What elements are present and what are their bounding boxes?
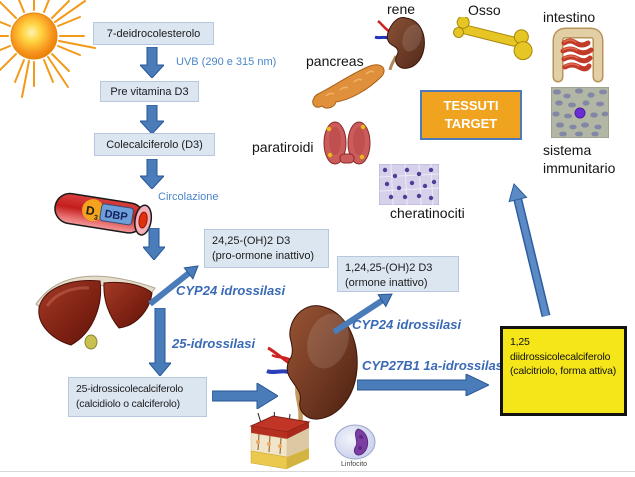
sun-icon <box>0 0 96 98</box>
rene-label: rene <box>387 1 416 17</box>
box-25-idrossicolecalciferolo: 25-idrossicolecalciferolo (calcidiolo o … <box>68 377 207 417</box>
skin-section-icon <box>249 412 311 470</box>
sistema-line1: sistema <box>543 142 592 158</box>
box-colecalciferolo-label: Colecalciferolo (D3) <box>106 138 203 151</box>
blood-vessel-icon: D 3 DBP <box>54 192 153 236</box>
kidney-large-icon <box>266 305 358 425</box>
cyp24-liver-label: CYP24 idrossilasi <box>176 283 286 298</box>
box-25oh-line2: (calcidiolo o calciferolo) <box>76 398 180 410</box>
box-7-deidrocolesterolo: 7-deidrocolesterolo <box>93 22 214 45</box>
circolazione-label: Circolazione <box>158 191 219 203</box>
box-25oh-line1: 25-idrossicolecalciferolo <box>76 383 184 395</box>
bottom-divider <box>0 471 635 472</box>
keratinocytes-micrograph <box>379 164 439 205</box>
box-12425-line2: (ormone inattivo) <box>345 277 428 289</box>
pancreas-icon <box>312 64 385 109</box>
box-colecalciferolo: Colecalciferolo (D3) <box>94 133 215 156</box>
box-12425-oh2-d3: 1,24,25-(OH)2 D3 (ormone inattivo) <box>337 256 459 292</box>
box-tessuti-target: TESSUTI TARGET <box>420 90 522 140</box>
bone-icon <box>453 17 533 61</box>
kidney-small-icon <box>374 17 425 70</box>
arrow-liver-to-2425 <box>148 265 199 306</box>
uvb-label: UVB (290 e 315 nm) <box>176 56 277 68</box>
vessel-d3-label: D <box>85 203 96 218</box>
25-idrossilasi-label: 25-idrossilasi <box>172 336 256 351</box>
arrow-cyp27b1 <box>357 374 489 396</box>
paratiroidi-label: paratiroidi <box>252 139 314 155</box>
sistema-immunitario-label: sistema immunitario <box>543 141 615 177</box>
osso-label: Osso <box>468 2 501 18</box>
box-7-deidrocolesterolo-label: 7-deidrocolesterolo <box>106 27 201 40</box>
arrow-down-1 <box>140 47 164 78</box>
box-12425-line1: 1,24,25-(OH)2 D3 <box>345 262 433 274</box>
intestino-label: intestino <box>543 9 596 25</box>
arrow-down-2 <box>140 105 164 134</box>
linfocito-caption: Linfocito <box>341 461 368 468</box>
arrow-liver-down <box>149 308 171 376</box>
cheratinociti-label: cheratinociti <box>390 205 465 221</box>
box-2425-line1: 24,25-(OH)2 D3 <box>212 235 291 247</box>
lymphocyte-icon <box>334 424 376 460</box>
target-label: TARGET <box>444 116 498 131</box>
box-2425-line2: (pro-ormone inattivo) <box>212 250 315 262</box>
liver-icon <box>35 275 156 350</box>
box-pre-vitamina-d3-label: Pre vitamina D3 <box>110 85 189 98</box>
tessuti-label: TESSUTI <box>443 98 499 113</box>
vessel-d3-sub-label: 3 <box>93 214 98 222</box>
arrow-to-kidney <box>212 383 278 409</box>
arrow-kidney-to-12425 <box>332 293 393 335</box>
box-2425-oh2-d3: 24,25-(OH)2 D3 (pro-ormone inattivo) <box>204 229 329 268</box>
box-calcitriolo-active: 1,25 diidrossicolecalciferolo (calcitrio… <box>500 326 627 416</box>
box-calcitriolo-label: 1,25 diidrossicolecalciferolo (calcitrio… <box>510 336 617 377</box>
pancreas-label: pancreas <box>306 53 364 69</box>
arrow-down-4 <box>143 228 165 260</box>
cyp24-kidney-label: CYP24 idrossilasi <box>352 317 462 332</box>
arrow-down-3 <box>140 159 164 189</box>
sistema-line2: immunitario <box>543 160 616 176</box>
cyp27b1-label: CYP27B1 1a-idrossilasi <box>362 358 507 373</box>
vessel-dbp-label: DBP <box>104 208 129 223</box>
immune-system-micrograph <box>551 87 609 138</box>
arrow-to-target-tissues <box>508 183 551 318</box>
intestine-icon <box>552 27 604 83</box>
box-pre-vitamina-d3: Pre vitamina D3 <box>100 81 199 102</box>
parathyroid-icon <box>323 121 371 165</box>
